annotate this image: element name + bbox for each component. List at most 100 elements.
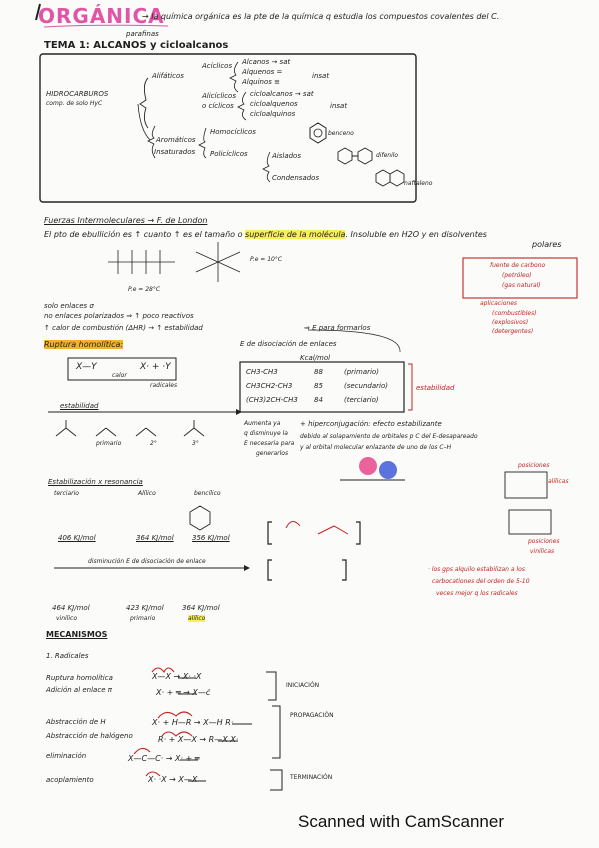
note-1: Aumenta ya [244, 420, 281, 427]
bp-text-a: El pto de ebullición es ↑ cuanto ↑ es el… [44, 230, 246, 239]
polares-label: polares [532, 240, 562, 249]
decrease-value-2: 423 KJ/mol [126, 604, 164, 612]
vinyl-positions-1: posiciones [528, 538, 560, 545]
resonance-tertiary: terciario [54, 490, 79, 497]
cycloalkynes-item: cicloalquinos [250, 110, 296, 118]
type-row-3: (terciario) [344, 396, 379, 404]
boiling-point-text: El pto de ebullición es ↑ cuanto ↑ es el… [44, 230, 487, 239]
biphenyl-ring-2 [357, 147, 373, 165]
alkenes-item: Alquenos = [242, 68, 283, 76]
curved-arrows [133, 667, 193, 777]
tertiary-label: 3° [192, 440, 199, 447]
bullet-2: no enlaces polarizados ⇒ ↑ poco reactivo… [44, 312, 194, 320]
step-label-6: acoplamiento [46, 776, 94, 784]
definition-text: → la química orgánica es la pte de la qu… [142, 12, 500, 21]
monocyclic-label: Homocíclicos [210, 128, 256, 136]
benzene-ring [309, 122, 327, 144]
alkyl-note-2: carbocationes del orden de 5-10 [432, 578, 530, 585]
hydrocarbons-sub: comp. de solo HyC [46, 100, 103, 107]
step-label-5: eliminación [46, 752, 87, 760]
hydrocarbons-label: HIDROCARBUROS [46, 90, 109, 98]
step-eq-3: X· + H—R → X—H R· [152, 718, 234, 727]
source-1: fuente de carbono [490, 262, 546, 269]
insat-label-2: insat [330, 102, 348, 110]
energy-heading: E de disociación de enlaces [240, 340, 337, 348]
bullet-3: ↑ calor de combustión (ΔHR) → ↑ estabili… [44, 324, 203, 332]
naphthalene-ring-1 [375, 169, 391, 187]
hyper-3: y al orbital molecular enlazante de uno … [300, 444, 452, 451]
hyper-2: debido al solapamiento de orbitales p C … [300, 433, 478, 440]
resonance-allylic: Alílico [138, 490, 156, 497]
cycloalkenes-item: cicloalquenos [250, 100, 298, 108]
rupture-heading: Ruptura homolítica: [44, 340, 124, 349]
resonance-heading: Estabilización x resonancia [48, 478, 143, 486]
bond-row-3: (CH3)2CH-CH3 [246, 396, 298, 404]
condensed-label: Condensados [272, 174, 320, 182]
bullet-1: solo enlaces σ [44, 302, 94, 310]
scheme-left: X—Y [76, 362, 97, 372]
naphthalene-ring-2 [389, 169, 405, 187]
n-pentane-structure [108, 250, 175, 274]
bp-highlight: superficie de la molécula [245, 230, 346, 239]
biphenyl-label: difenilo [376, 152, 399, 159]
bond-row-1: CH3-CH3 [246, 368, 278, 376]
aromatic-label: Aromáticos [156, 136, 196, 144]
forces-heading: Fuerzas Intermoleculares → F. de London [44, 216, 208, 225]
scanner-watermark: Scanned with CamScanner [298, 812, 505, 831]
step-eq-5: X—C—C· → X· + ═ [128, 754, 200, 763]
benzene-label: benceno [328, 130, 354, 137]
brace [139, 77, 149, 129]
alkynes-item: Alquinos ≡ [242, 78, 281, 86]
note-2: q disminuye la [244, 430, 288, 437]
bond-row-2: CH3CH2-CH3 [246, 382, 293, 390]
radical-structures [55, 420, 205, 437]
phase-propagation: PROPAGACIÓN [290, 712, 334, 719]
vinyl-positions-2: vinílicas [530, 548, 555, 555]
insat-label-1: insat [312, 72, 330, 80]
alkyl-note-3: veces mejor q los radicales [436, 590, 518, 597]
application-3: (detergentes) [492, 328, 534, 335]
step-eq-6: X· ·X → X—X [148, 775, 198, 784]
stability-label-red: estabilidad [416, 384, 455, 392]
tema-title: TEMA 1: ALCANOS y cicloalcanos [44, 40, 229, 51]
mechanisms-heading: MECANISMOS [46, 630, 108, 639]
scheme-right: X· + ·Y [140, 362, 171, 372]
decrease-label-3: alílico [188, 615, 206, 622]
radicals-label: radicales [150, 382, 178, 389]
stability-heading: estabilidad [60, 402, 99, 410]
bp-text-b: . Insoluble en H2O y en disolventes [345, 230, 487, 239]
benzyl-ring [189, 505, 211, 531]
value-row-3: 84 [314, 396, 323, 404]
isolated-label: Aislados [272, 152, 301, 160]
application-2: (explosivos) [492, 319, 529, 326]
note-4: generarlos [256, 450, 289, 457]
radical-note: ⇒ E para formarlos [304, 324, 371, 332]
value-row-1: 88 [314, 368, 323, 376]
cyclic-label: o cíclicos [202, 102, 234, 110]
decrease-label-2: primario [130, 615, 156, 622]
neopentane-structure [195, 242, 241, 282]
application-heading: aplicaciones [480, 300, 518, 307]
hyper-1: + hiperconjugación: efecto estabilizante [300, 420, 442, 428]
naphthalene-label: naftaleno [404, 180, 433, 187]
parafinas-annotation: parafinas [126, 30, 159, 38]
step-label-4: Abstracción de halógeno [46, 732, 133, 740]
primary-label: primario [96, 440, 122, 447]
alkyl-note-1: · los gps alquilo estabilizan a los [428, 566, 525, 573]
secondary-label: 2° [150, 440, 157, 447]
phase-initiation: INICIACIÓN [286, 682, 320, 689]
sources-box [462, 257, 578, 299]
decrease-value-3: 364 KJ/mol [182, 604, 220, 612]
units-label: Kcal/mol [300, 354, 331, 362]
resonance-value-1: 406 KJ/mol [58, 534, 96, 542]
step-label-2: Adición al enlace π [46, 686, 112, 694]
resonance-value-2: 364 KJ/mol [136, 534, 174, 542]
scheme-cond: calor [112, 372, 127, 379]
cycloalkanes-item: cicloalcanos → sat [250, 90, 314, 98]
page-title: ORGÁNICA [38, 4, 165, 28]
polycyclic-label: Policíclicos [210, 150, 248, 158]
p-orbital-lobe [359, 457, 377, 475]
value-row-2: 85 [314, 382, 323, 390]
type-row-2: (secundario) [344, 382, 388, 390]
